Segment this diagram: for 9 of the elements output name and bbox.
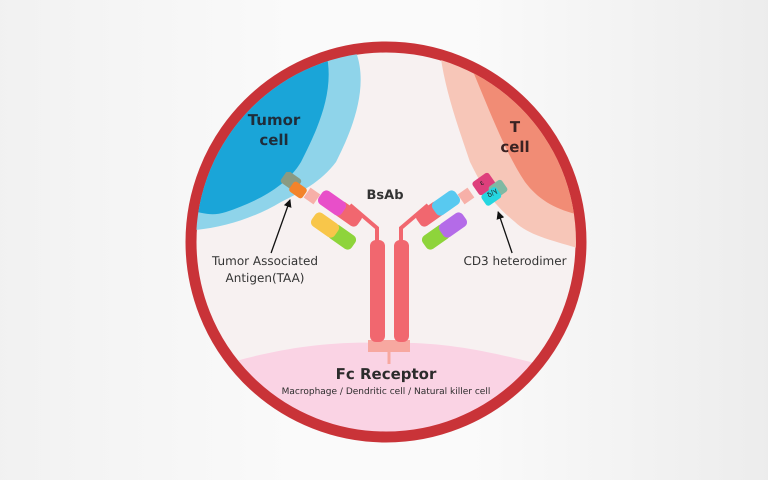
arrow [496,211,513,254]
arrow [270,199,292,254]
cell-label: T cell [499,117,531,157]
region-title: Fc Receptor [334,365,438,383]
region-subtitle: Macrophage / Dendritic cell / Natural killer cell [280,387,492,397]
annotation-text: Tumor Associated Antigen(TAA) [200,253,330,287]
cell-label: Tumor cell [246,110,302,150]
annotation-text: CD3 heterodimer [455,253,575,270]
antibody-label: BsAb [365,188,404,203]
